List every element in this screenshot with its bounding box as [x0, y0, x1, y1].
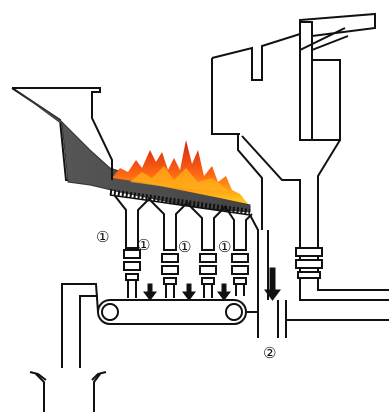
ash-chute	[62, 284, 258, 368]
marker-hopper-2: ①	[137, 236, 150, 254]
marker-hopper-3: ①	[178, 238, 191, 256]
marker-discharge: ②	[263, 344, 276, 362]
duct-lower	[268, 230, 389, 338]
marker-hopper-4: ①	[218, 238, 231, 256]
down-arrow-icon	[144, 284, 156, 300]
conveyor	[98, 300, 246, 324]
down-arrow-icon	[218, 284, 230, 300]
ash-bin	[30, 372, 106, 412]
marker-hopper-1: ①	[96, 228, 109, 246]
down-arrow-icon	[183, 284, 195, 300]
tower-flange	[296, 248, 322, 278]
